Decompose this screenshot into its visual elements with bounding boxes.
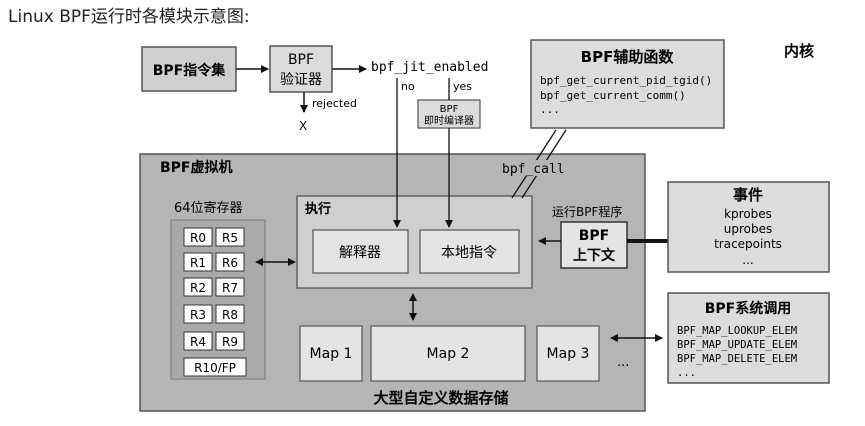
- register-cell: R4: [190, 335, 206, 349]
- maps-group: Map 1 Map 2 Map 3 ...: [299, 325, 629, 382]
- events-box: 事件 kprobes uprobes tracepoints ...: [667, 181, 830, 273]
- context-line1: BPF: [579, 228, 610, 244]
- helper-item: bpf_get_current_pid_tgid(): [540, 74, 712, 87]
- register-cell: R6: [222, 256, 238, 270]
- map-label: Map 1: [310, 346, 353, 362]
- event-item: uprobes: [724, 222, 773, 236]
- register-cell: R10/FP: [194, 361, 236, 375]
- event-item: ...: [742, 253, 753, 267]
- verifier-line1: BPF: [288, 52, 314, 68]
- context-box: BPF 上下文: [560, 221, 628, 269]
- syscall-item: BPF_MAP_UPDATE_ELEM: [677, 339, 797, 351]
- native-label: 本地指令: [441, 245, 497, 261]
- helper-item: bpf_get_current_comm(): [540, 89, 686, 102]
- native-instructions-box: [419, 229, 520, 274]
- syscall-item: BPF_MAP_LOOKUP_ELEM: [677, 325, 797, 337]
- map-label: Map 2: [427, 346, 470, 362]
- run-program-label: 运行BPF程序: [552, 204, 622, 219]
- register-cell: R8: [222, 308, 238, 322]
- register-cell: R0: [190, 231, 206, 245]
- event-item: kprobes: [724, 207, 772, 221]
- storage-title: 大型自定义数据存储: [373, 389, 508, 407]
- syscall-item: ...: [677, 367, 696, 379]
- kernel-label: 内核: [784, 42, 814, 60]
- interpreter-label: 解释器: [339, 245, 381, 261]
- instruction-set-box: BPF指令集: [141, 46, 237, 92]
- register-cell: R9: [222, 335, 238, 349]
- interpreter-box: [312, 229, 409, 274]
- instruction-set-label: BPF指令集: [153, 62, 226, 79]
- verifier-line2: 验证器: [280, 72, 322, 88]
- rejected-x: X: [299, 119, 307, 133]
- verifier-box: BPF 验证器: [269, 45, 333, 93]
- jit-compiler-box: BPF 即时编译器: [417, 99, 481, 129]
- helper-item: ...: [540, 103, 560, 116]
- register-cell: R7: [222, 281, 238, 295]
- registers-title: 64位寄存器: [174, 200, 243, 216]
- register-cell: R3: [190, 308, 206, 322]
- maps-more: ...: [617, 355, 629, 370]
- events-title: 事件: [733, 186, 763, 204]
- register-cell: R1: [190, 256, 206, 270]
- syscall-item: BPF_MAP_DELETE_ELEM: [677, 353, 797, 365]
- bpf-call-label: bpf_call: [502, 162, 565, 177]
- jit-compiler-line2: 即时编译器: [424, 114, 474, 127]
- vm-title: BPF虚拟机: [160, 159, 233, 176]
- diagram-caption: Linux BPF运行时各模块示意图:: [8, 7, 250, 27]
- exec-title: 执行: [305, 201, 331, 217]
- registers-group: 64位寄存器 R0 R5 R1 R6 R2 R7 R3 R8 R4 R9 R10…: [170, 200, 266, 380]
- execution-box: 执行 解释器 本地指令: [296, 195, 533, 289]
- yes-label: yes: [453, 80, 472, 93]
- rejected-label: rejected: [312, 97, 357, 110]
- jit-compiler-line1: BPF: [440, 104, 459, 115]
- syscalls-title: BPF系统调用: [705, 300, 792, 317]
- jit-enabled-label: bpf_jit_enabled: [371, 60, 488, 75]
- event-item: tracepoints: [714, 237, 782, 251]
- map-label: Map 3: [547, 346, 590, 362]
- helpers-title: BPF辅助函数: [581, 48, 675, 66]
- register-cell: R2: [190, 281, 206, 295]
- bpf-call-bg: [497, 160, 567, 176]
- context-line2: 上下文: [573, 247, 616, 264]
- helper-functions-box: BPF辅助函数 bpf_get_current_pid_tgid() bpf_g…: [530, 39, 725, 129]
- register-cell: R5: [222, 231, 238, 245]
- syscalls-box: BPF系统调用 BPF_MAP_LOOKUP_ELEM BPF_MAP_UPDA…: [667, 292, 830, 384]
- no-label: no: [401, 80, 415, 93]
